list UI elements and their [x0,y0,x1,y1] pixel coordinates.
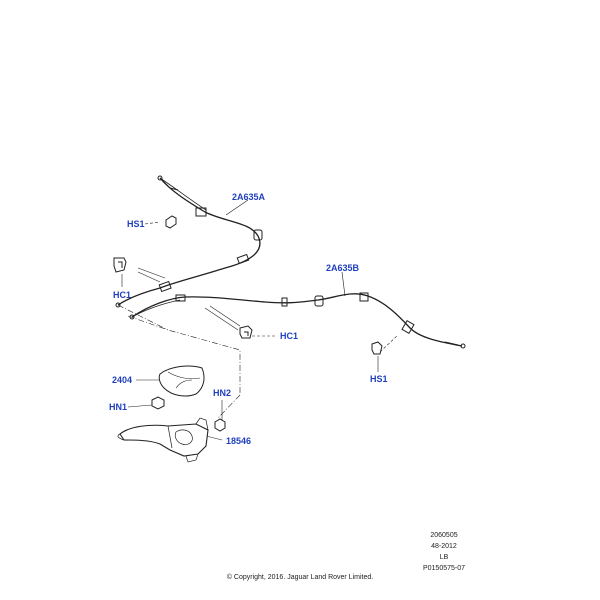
callout-hs1-top: HS1 [127,219,145,229]
lever-boot [158,365,205,397]
hn2-nut [214,418,226,432]
handbrake-lever [119,423,209,457]
callout-hs1-right: HS1 [370,374,388,384]
hs1-right-clip [371,341,383,355]
copyright-notice: © Copyright, 2016. Jaguar Land Rover Lim… [226,574,374,581]
callout-2a635a: 2A635A [232,192,266,202]
callout-18546: 18546 [226,436,252,446]
callout-hn2: HN2 [213,388,232,398]
callout-2a635b: 2A635B [326,263,360,273]
front-cable [117,177,261,306]
callout-hc1-right: HC1 [280,331,299,341]
hc1-left-clip [113,257,127,273]
hs1-top-clip [165,215,177,229]
hn1-nut [151,396,165,410]
callout-2404: 2404 [112,375,133,385]
reference-code-1: 2060505 [430,532,458,539]
reference-code-4: P0150575-07 [422,565,466,572]
reference-code-2: 48-2012 [431,543,457,550]
callout-hc1-left: HC1 [113,290,132,300]
reference-code-3: LB [439,554,449,561]
callout-hn1: HN1 [109,402,128,412]
